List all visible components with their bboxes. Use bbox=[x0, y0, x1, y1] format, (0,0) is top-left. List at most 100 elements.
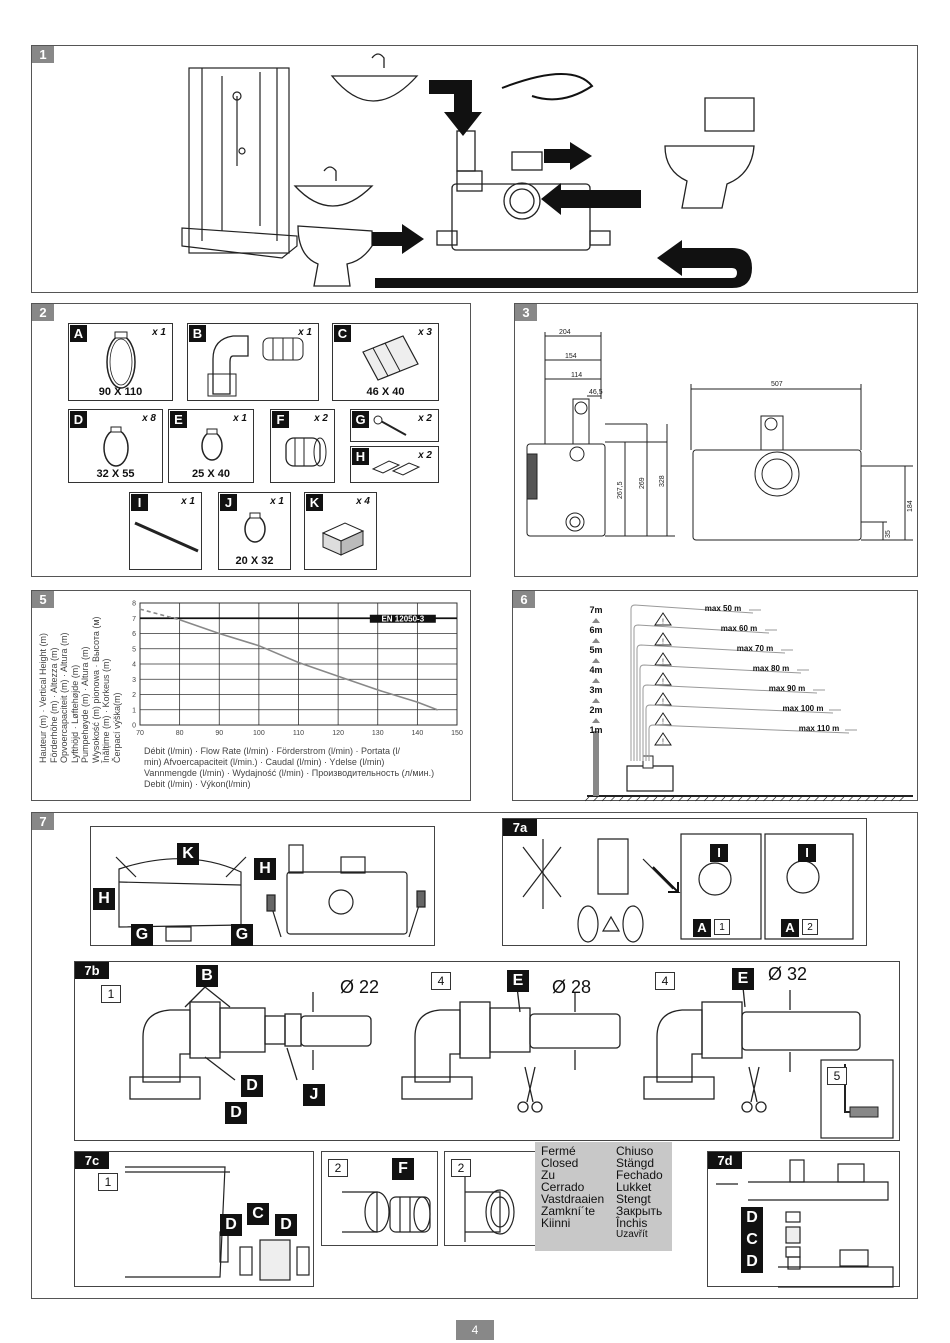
part-qty: x 4 bbox=[356, 496, 370, 507]
label-c: C bbox=[247, 1203, 269, 1225]
part-letter: B bbox=[189, 325, 206, 342]
max-length-label: max 80 m bbox=[753, 664, 789, 673]
label-g: G bbox=[231, 924, 253, 946]
part-letter: A bbox=[70, 325, 87, 342]
height-up-arrow bbox=[592, 618, 600, 623]
y-tick-label: 5 bbox=[132, 646, 136, 653]
label-i: I bbox=[798, 844, 816, 862]
y-tick-label: 1 bbox=[132, 707, 136, 714]
plot-frame bbox=[139, 602, 458, 726]
step-number: 2 bbox=[451, 1159, 471, 1177]
max-length-label: max 70 m bbox=[737, 644, 773, 653]
x-tick-label: 100 bbox=[253, 730, 265, 737]
part-qty: x 1 bbox=[298, 327, 312, 338]
dim-154: 154 bbox=[565, 353, 577, 360]
part-j: J x 1 20 X 32 bbox=[218, 492, 291, 570]
dim-269: 269 bbox=[639, 477, 646, 489]
y-tick-label: 2 bbox=[132, 692, 136, 699]
warning-triangle-icon bbox=[654, 692, 672, 706]
check-valve-step-illustration bbox=[342, 1191, 431, 1233]
closed-word: Закрыть bbox=[616, 1204, 663, 1218]
x-tick-label: 140 bbox=[412, 730, 424, 737]
pump-unit bbox=[626, 765, 674, 792]
dim-267-5: 267,5 bbox=[617, 481, 624, 499]
part-letter: F bbox=[272, 411, 289, 428]
floor-hatch bbox=[873, 796, 879, 802]
curve-point bbox=[436, 708, 438, 711]
section-7: 7 K H H G G 7a bbox=[31, 812, 918, 1299]
closed-word: Kiinni bbox=[541, 1216, 571, 1230]
closed-translations: Fermé Closed Zu Cerrado Vastdraaien Zamk… bbox=[535, 1142, 672, 1251]
floor-hatch bbox=[627, 796, 632, 802]
panel-7a-badge: 7a bbox=[503, 819, 537, 836]
floor-hatch bbox=[610, 796, 615, 802]
warning-mark: ! bbox=[662, 639, 664, 646]
chart-x-label: Débit (l/min) · Flow Rate (l/min) · Förd… bbox=[144, 746, 434, 790]
floor-hatch bbox=[839, 796, 845, 802]
part-qty: x 8 bbox=[142, 413, 156, 424]
label-d: D bbox=[741, 1251, 763, 1273]
height-level-label: 3m bbox=[589, 685, 602, 695]
sleeve-step-illustration bbox=[125, 1166, 310, 1281]
label-f: F bbox=[392, 1158, 414, 1180]
closed-col-2: Chiuso Stängd Fechado Lukket Stengt Закр… bbox=[616, 1145, 663, 1241]
floor-hatch bbox=[797, 796, 802, 802]
floor-hatch bbox=[601, 796, 607, 802]
closed-col-1: Fermé Closed Zu Cerrado Vastdraaien Zamk… bbox=[541, 1145, 604, 1229]
section-2: 2 A x 1 90 X 110 B x 1 C x 3 46 X 40 bbox=[31, 303, 471, 577]
curve-point bbox=[178, 618, 181, 621]
y-tick-label: 0 bbox=[132, 723, 136, 730]
floor-hatch bbox=[746, 796, 751, 802]
dim-114: 114 bbox=[571, 372, 582, 379]
hose-clamp-icon bbox=[201, 428, 223, 461]
label-g: G bbox=[131, 924, 153, 946]
dim-328: 328 bbox=[659, 475, 666, 487]
hose-clamp-icon bbox=[244, 512, 266, 543]
floor-hatch bbox=[780, 796, 785, 802]
part-letter: J bbox=[220, 494, 237, 511]
closed-word: Închis bbox=[616, 1216, 648, 1230]
floor-hatch bbox=[814, 796, 819, 802]
discharge-pipe bbox=[639, 664, 802, 761]
curve-point bbox=[297, 661, 300, 664]
warning-mark: ! bbox=[662, 699, 664, 706]
label-d: D bbox=[241, 1075, 263, 1097]
x-label-line: Debit (l/min) · Výkon(l/min) bbox=[144, 779, 251, 789]
height-up-arrow bbox=[592, 698, 600, 703]
section-3-badge: 3 bbox=[515, 304, 537, 321]
section-3: 3 204 154 bbox=[514, 303, 918, 577]
part-letter: K bbox=[306, 494, 323, 511]
floor-hatch bbox=[737, 796, 743, 802]
warning-mark: ! bbox=[662, 739, 664, 746]
reference-label: EN 12050-3 bbox=[381, 614, 424, 623]
floor-hatch bbox=[771, 796, 777, 802]
x-tick-label: 70 bbox=[136, 730, 144, 737]
part-letter: H bbox=[352, 448, 369, 465]
part-a: A x 1 90 X 110 bbox=[68, 323, 173, 401]
x-tick-label: 80 bbox=[176, 730, 184, 737]
curve-point bbox=[337, 675, 339, 677]
height-level-label: 1m bbox=[589, 725, 602, 735]
height-up-arrow bbox=[592, 638, 600, 643]
closed-word: Closed bbox=[541, 1156, 579, 1170]
part-qty: x 1 bbox=[233, 413, 247, 424]
floor-hatch bbox=[712, 796, 717, 802]
part-letter: D bbox=[70, 411, 87, 428]
step-number: 1 bbox=[101, 985, 121, 1003]
part-d: D x 8 32 X 55 bbox=[68, 409, 163, 483]
floor-hatch bbox=[584, 796, 590, 802]
closed-word: Zu bbox=[541, 1168, 556, 1182]
max-length-label: max 50 m bbox=[705, 604, 741, 613]
part-qty: x 3 bbox=[418, 327, 432, 338]
floor-hatch bbox=[669, 796, 675, 802]
mounting-panel: K H H G G bbox=[90, 826, 435, 946]
floor-hatch bbox=[831, 796, 836, 802]
label-h: H bbox=[93, 888, 115, 910]
check-valve-icon bbox=[285, 437, 327, 467]
x-label-line: Débit (l/min) · Flow Rate (l/min) · Förd… bbox=[144, 746, 401, 756]
part-dimension: 90 X 110 bbox=[98, 386, 143, 398]
closed-word: Uzavřít bbox=[616, 1229, 648, 1240]
floor-hatch bbox=[788, 796, 794, 802]
label-e: E bbox=[507, 970, 529, 992]
part-qty: x 1 bbox=[270, 496, 284, 507]
